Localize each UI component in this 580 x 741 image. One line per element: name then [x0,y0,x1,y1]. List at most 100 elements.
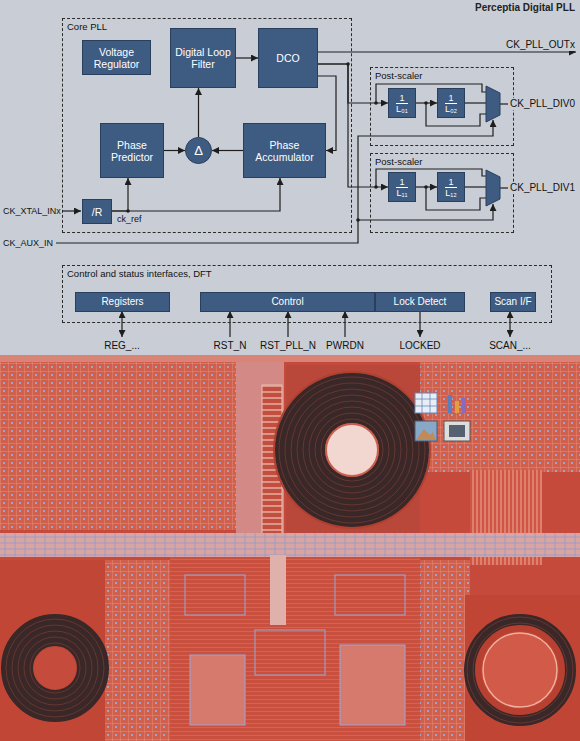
signal-name: PWRDN [325,340,365,352]
overlay-icons [448,395,452,413]
node-label: Registers [98,296,146,308]
signal-name: RST_PLL_N [259,340,317,352]
signal-name: ck_ref [116,213,143,225]
interface-box: Registers [75,292,170,312]
inductor-coil [279,377,425,523]
mux-symbol [486,86,500,122]
signal-name: CK_XTAL_INx [2,205,62,217]
inductor-coil [483,633,557,707]
inductor-coil [326,424,378,476]
signal-arrow [318,64,388,103]
node-label: Digital Loop Filter [171,46,235,70]
signal-arrow [416,186,437,187]
inductor-coil [279,377,425,523]
die-photo [0,355,580,741]
group-label: Post-scaler [375,70,423,81]
inductor-coil [285,383,419,517]
inductor-coil [315,413,389,487]
signal-wire [56,52,576,337]
inductor-coil [470,620,570,720]
overlay-icons [449,425,465,437]
node-label: L₀₂ [442,104,460,114]
divider-box: 1L₀₂ [437,88,465,118]
signal-name: CK_AUX_IN [2,237,54,249]
dashed-group-box: Core PLL Voltage Regulator Digital Loop Fi… [62,18,352,233]
group-label: Core PLL [67,21,107,32]
divider-box: 1L₁₁ [388,172,416,202]
inductor-coil [309,407,395,493]
node-label: L₁₂ [442,188,460,198]
signal-wire [318,51,576,52]
signal-name: CK_PLL_DIV0 [509,98,576,110]
process-box: DCO [258,28,318,88]
process-box: Phase Predictor [100,123,164,178]
process-box: Digital Loop Filter [170,28,236,88]
signal-name: SCAN_... [488,340,532,352]
dashed-group-box: Post-scaler1L₁₁1L₁₂ [370,153,514,233]
die-ground [0,355,580,741]
inductor-coil [478,628,562,712]
overlay-icons [415,393,437,413]
node-label: /R [89,206,106,218]
signal-wire [63,210,81,211]
overlay-icons [416,429,436,440]
divider-box: 1L₀₁ [388,88,416,118]
overlay-icons [415,421,437,441]
overlay-icons [444,421,470,441]
signal-wire [56,120,493,243]
die-ground [465,595,580,741]
process-box: Phase Accumulator [243,123,326,178]
overlay-icons [462,398,466,413]
signal-arrow [416,102,437,103]
node-label: 1 [445,177,456,188]
inductor-coil [34,647,76,689]
node-label: Phase Predictor [101,139,163,163]
node-label: Scan I/F [491,296,534,308]
inductor-coil [12,625,98,711]
signal-wire [509,311,510,337]
summing-node: Δ [185,137,212,164]
inductor-coil [30,643,80,693]
signal-wire [229,311,230,337]
divider-box: 1L₁₂ [437,172,465,202]
inductor-coil [6,619,104,717]
process-box: /R [82,199,112,224]
die-ground [185,575,245,615]
signal-wire [500,103,508,104]
dashed-group-box: Control and status interfaces, DFT Regist… [62,265,552,323]
signal-name: LOCKED [398,340,441,352]
die-ground [340,645,405,725]
die-ground [170,557,420,741]
signal-wire [344,311,345,337]
dashed-group-box: Post-scaler1L₀₁1L₀₂ [370,67,514,146]
inductor-coil [473,623,567,717]
group-label: Control and status interfaces, DFT [67,268,212,279]
inductor-coil [6,619,104,717]
die-ground [0,533,580,557]
signal-wire [121,311,122,337]
die-ground [420,560,470,741]
node-label: Lock Detect [391,296,450,308]
die-ground [420,362,580,472]
signal-arrow [212,150,243,151]
signal-arrow [318,64,388,187]
die-ground [0,355,580,741]
overlay-icons [415,393,437,413]
signal-wire [465,102,486,103]
signal-wire [287,311,288,337]
signal-name: RST_N [213,340,248,352]
die-ground [105,560,170,741]
signal-arrow [112,178,128,211]
inductor-coil [291,389,413,511]
signal-name: CK_PLL_DIV1 [509,182,576,194]
node-label: 1 [396,93,407,104]
inductor-coil [321,419,383,481]
mux-symbol [486,86,500,206]
inductor-coil [467,617,573,723]
process-box: Voltage Regulator [82,40,151,75]
die-ground [0,355,580,362]
inductor-coil [18,631,92,705]
die-ground [0,560,170,741]
